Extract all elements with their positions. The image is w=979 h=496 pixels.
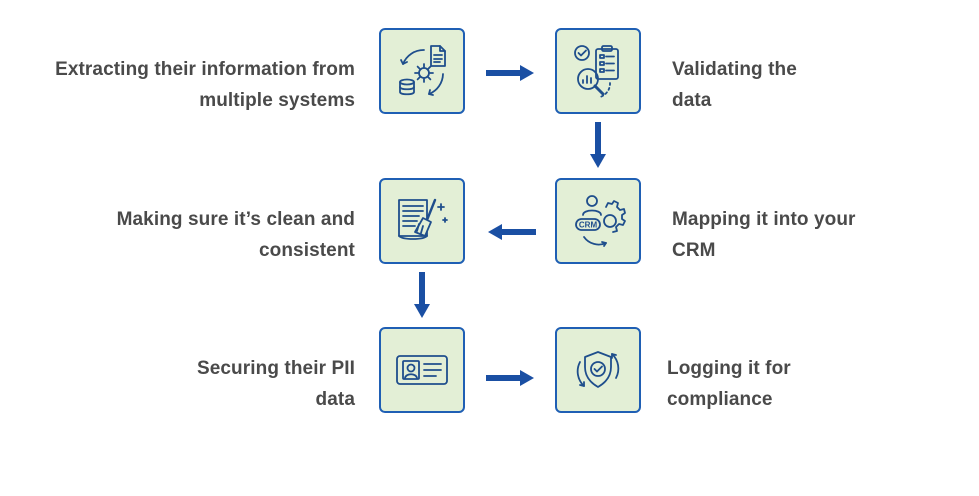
arrow-right-1 [486,65,534,81]
validation-clipboard-icon [574,45,619,98]
step-2-label-line2: data [672,90,712,111]
data-extraction-icon [399,45,446,96]
step-2-label: Validating the data [672,54,972,116]
step-5-box [379,327,465,413]
step-3-label-line2: CRM [672,240,716,261]
step-1-label: Extracting their information from multip… [10,54,355,116]
arrow-down-1 [590,122,606,168]
step-1-label-line2: multiple systems [199,90,355,111]
step-1-box [379,28,465,114]
step-5-label-line1: Securing their PII [196,358,355,379]
step-6-label-line1: Logging it for [667,358,791,379]
step-4-label-line1: Making sure it’s clean and [116,209,355,230]
step-3-box: CRM [555,178,641,264]
step-2-label-line1: Validating the [672,59,797,80]
step-3-label: Mapping it into your CRM [672,204,972,266]
svg-text:CRM: CRM [579,221,598,230]
data-cleaning-icon [398,198,448,240]
shield-check-icon [576,351,620,388]
step-6-label: Logging it for compliance [667,353,967,415]
arrow-right-2 [486,370,534,386]
step-5-label-line2: data [315,389,355,410]
step-5-label: Securing their PII data [10,353,355,415]
step-4-box [379,178,465,264]
step-6-label-line2: compliance [667,389,773,410]
step-4-label: Making sure it’s clean and consistent [10,204,355,266]
step-3-label-line1: Mapping it into your [672,209,856,230]
crm-mapping-icon: CRM [575,195,626,247]
step-2-box [555,28,641,114]
step-1-label-line1: Extracting their information from [55,59,355,80]
arrow-left-1 [488,224,536,240]
step-4-label-line2: consistent [258,240,355,261]
id-card-icon [396,355,448,385]
step-6-box [555,327,641,413]
arrow-down-2 [414,272,430,318]
